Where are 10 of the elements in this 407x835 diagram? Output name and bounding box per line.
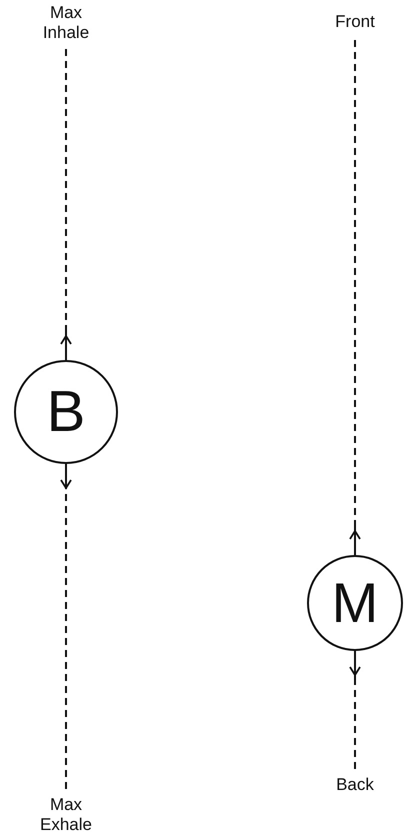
arrow — [60, 335, 72, 360]
end-label: Back — [330, 775, 380, 795]
end-label: Max Exhale — [32, 795, 100, 835]
letter-circle: B — [14, 360, 118, 464]
dashed-line — [65, 464, 67, 789]
end-label: Front — [325, 12, 385, 32]
arrow — [349, 530, 361, 555]
dashed-line — [354, 651, 356, 769]
letter-circle: M — [307, 555, 403, 651]
end-label: Max Inhale — [36, 3, 96, 43]
